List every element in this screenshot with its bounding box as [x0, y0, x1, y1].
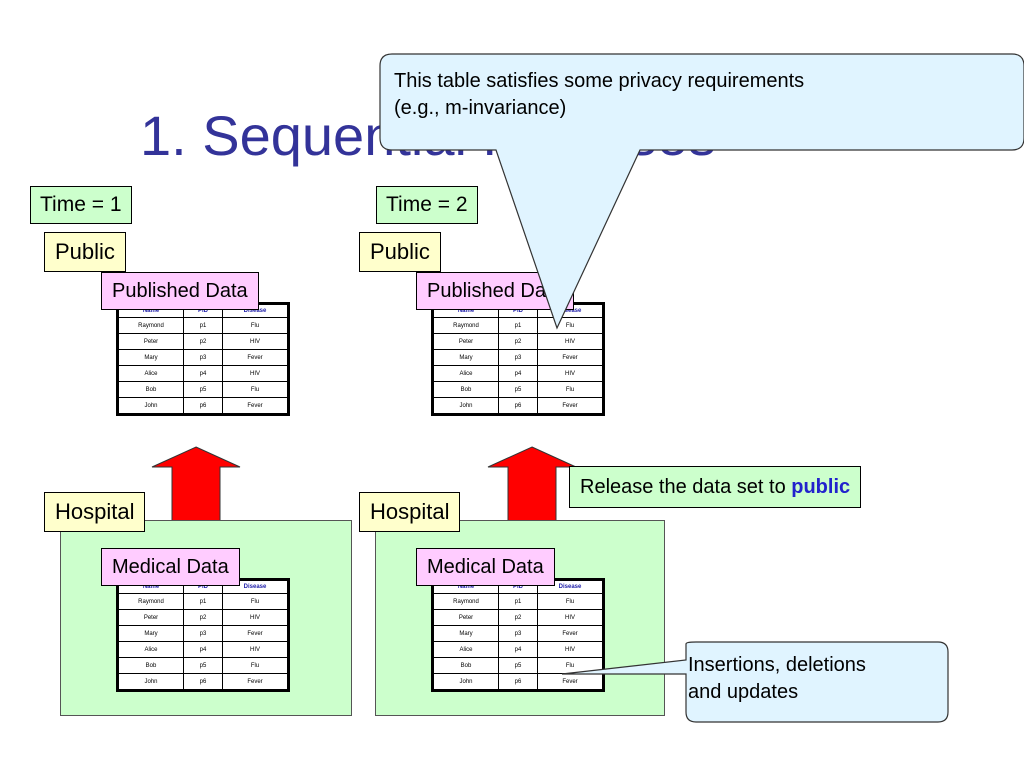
callout-top-text: This table satisfies some privacy requir… — [394, 68, 804, 122]
callout-bottom-line1: Insertions, deletions — [688, 654, 866, 676]
published-label-1: Published Data — [101, 272, 259, 310]
hospital-label-1: Hospital — [44, 492, 146, 532]
release-text: Release the data set to — [580, 476, 792, 498]
up-arrow-icon — [487, 446, 577, 522]
up-arrow-icon — [151, 446, 241, 522]
public-label-2: Public — [359, 232, 441, 272]
time-label-1: Time = 1 — [30, 186, 132, 224]
time-label-2: Time = 2 — [376, 186, 478, 224]
callout-top-line2: (e.g., m-invariance) — [394, 97, 567, 119]
callout-bottom-line2: and updates — [688, 681, 799, 703]
callout-bottom-text: Insertions, deletions and updates — [688, 652, 866, 706]
release-public: public — [791, 476, 851, 498]
callout-top-shape — [379, 53, 1024, 330]
hospital-label-2: Hospital — [359, 492, 461, 532]
release-label: Release the data set to public — [569, 466, 862, 508]
callout-top-line1: This table satisfies some privacy requir… — [394, 70, 805, 92]
callout-bottom-shape — [561, 641, 949, 723]
public-label-1: Public — [44, 232, 126, 272]
medical-label-2: Medical Data — [416, 548, 555, 586]
medical-label-1: Medical Data — [101, 548, 240, 586]
